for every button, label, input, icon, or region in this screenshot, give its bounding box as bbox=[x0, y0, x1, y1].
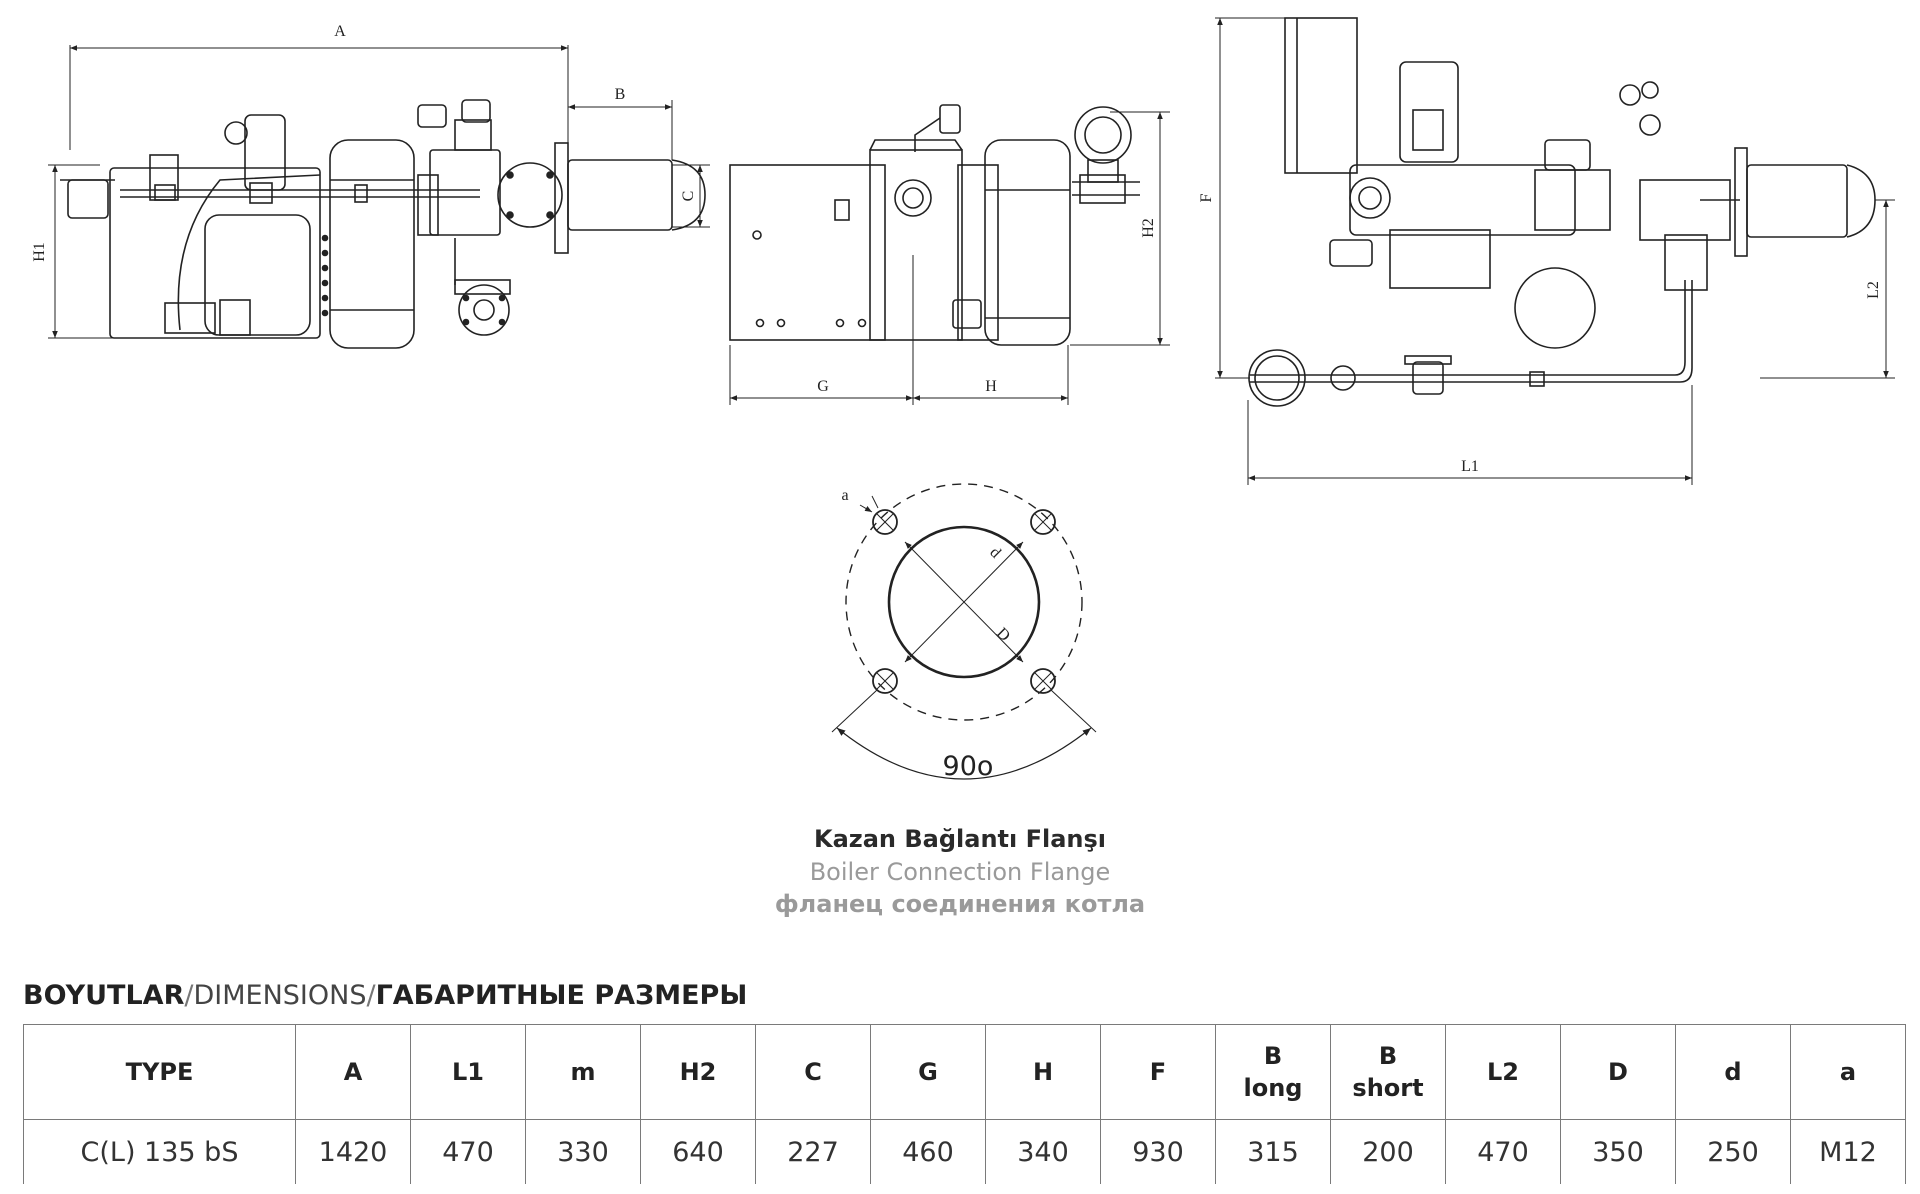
dim-label-h: H bbox=[985, 378, 997, 395]
dim-label-g: G bbox=[817, 378, 829, 395]
dim-label-l2: L2 bbox=[1865, 281, 1882, 299]
header-f: F bbox=[1100, 1024, 1216, 1120]
burner-side-view bbox=[48, 45, 710, 349]
table-cell: M12 bbox=[1790, 1119, 1906, 1184]
table-cell: 470 bbox=[1445, 1119, 1561, 1184]
header-d-large: D bbox=[1560, 1024, 1676, 1120]
dim-label-f: F bbox=[1198, 193, 1215, 202]
caption-english: Boiler Connection Flange bbox=[809, 858, 1111, 886]
header-l2: L2 bbox=[1445, 1024, 1561, 1120]
dim-label-a: A bbox=[334, 23, 346, 40]
caption-russian: фланец соединения котла bbox=[774, 890, 1146, 918]
flange-label-a: a bbox=[841, 487, 848, 504]
header-type: TYPE bbox=[23, 1024, 296, 1120]
header-b-short-text: B short bbox=[1352, 1042, 1424, 1102]
table-cell: 250 bbox=[1675, 1119, 1791, 1184]
header-b-long: B long bbox=[1215, 1024, 1331, 1120]
table-cell: 315 bbox=[1215, 1119, 1331, 1184]
header-l1: L1 bbox=[410, 1024, 526, 1120]
table-cell: 200 bbox=[1330, 1119, 1446, 1184]
dimensions-title-tr: BOYUTLAR bbox=[23, 980, 185, 1011]
table-cell: 930 bbox=[1100, 1119, 1216, 1184]
header-c: C bbox=[755, 1024, 871, 1120]
header-h: H bbox=[985, 1024, 1101, 1120]
header-b-long-text: B long bbox=[1243, 1042, 1303, 1102]
header-a: A bbox=[295, 1024, 411, 1120]
table-cell: 470 bbox=[410, 1119, 526, 1184]
dimensions-title-sep: / bbox=[184, 980, 194, 1011]
burner-front-view bbox=[729, 104, 1170, 405]
caption-turkish: Kazan Bağlantı Flanşı bbox=[813, 825, 1107, 853]
table-cell: 330 bbox=[525, 1119, 641, 1184]
burner-top-view bbox=[1215, 17, 1895, 485]
table-header-row: TYPE A L1 m H2 C G H F B long B short L2… bbox=[23, 1024, 1906, 1120]
header-h2: H2 bbox=[640, 1024, 756, 1120]
dim-label-l1: L1 bbox=[1461, 458, 1479, 475]
table-cell: 340 bbox=[985, 1119, 1101, 1184]
table-cell: 227 bbox=[755, 1119, 871, 1184]
table-row: C(L) 135 bS 1420 470 330 640 227 460 340… bbox=[23, 1119, 1906, 1184]
header-b-short: B short bbox=[1330, 1024, 1446, 1120]
table-cell: 460 bbox=[870, 1119, 986, 1184]
table-cell: 350 bbox=[1560, 1119, 1676, 1184]
dim-label-c: C bbox=[680, 191, 697, 202]
table-cell: 640 bbox=[640, 1119, 756, 1184]
table-cell: 1420 bbox=[295, 1119, 411, 1184]
flange-label-d-large: D bbox=[993, 625, 1013, 645]
boiler-flange-drawing bbox=[831, 483, 1097, 780]
dim-label-h2: H2 bbox=[1140, 218, 1157, 238]
dim-label-h1: H1 bbox=[31, 242, 48, 262]
dimensions-title-sep: / bbox=[366, 980, 376, 1011]
header-g: G bbox=[870, 1024, 986, 1120]
flange-angle-label: 90o bbox=[943, 751, 994, 782]
header-d-small: d bbox=[1675, 1024, 1791, 1120]
dimensions-title-ru: ГАБАРИТНЫЕ РАЗМЕРЫ bbox=[375, 980, 748, 1011]
header-a-bolt: a bbox=[1790, 1024, 1906, 1120]
dimensions-title-en: DIMENSIONS bbox=[193, 980, 367, 1011]
dimensions-table: TYPE A L1 m H2 C G H F B long B short L2… bbox=[23, 1024, 1906, 1184]
header-m: m bbox=[525, 1024, 641, 1120]
table-cell: C(L) 135 bS bbox=[23, 1119, 296, 1184]
dim-label-b: B bbox=[615, 86, 626, 103]
flange-label-d-small: d bbox=[986, 544, 1004, 562]
dimensions-heading: BOYUTLAR/DIMENSIONS/ГАБАРИТНЫЕ РАЗМЕРЫ bbox=[23, 980, 747, 1011]
